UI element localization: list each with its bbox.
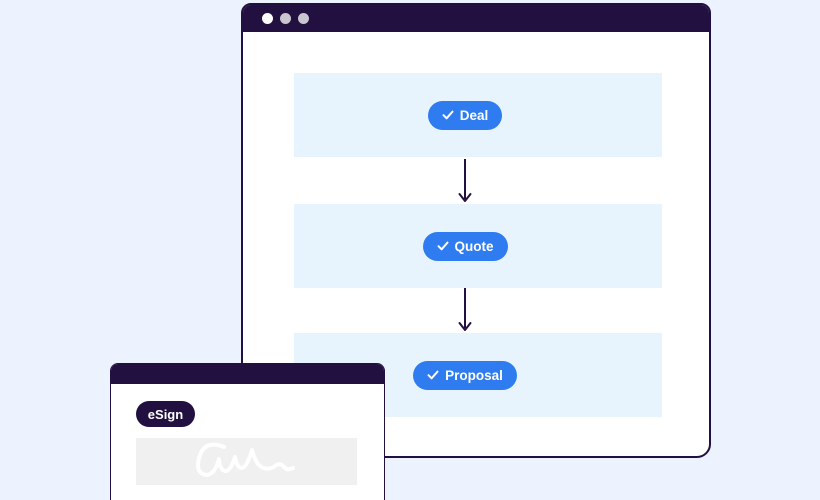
step-label: Proposal: [445, 367, 503, 383]
window-dot-icon[interactable]: [280, 13, 291, 24]
check-icon: [427, 370, 439, 380]
arrow-down-icon: [458, 288, 472, 331]
window-dot-icon[interactable]: [298, 13, 309, 24]
signature-box: [136, 438, 357, 485]
deal-step-button[interactable]: Deal: [427, 100, 503, 130]
flow-step-row-deal: Deal: [294, 73, 662, 157]
signature-scribble-icon: [195, 442, 295, 477]
step-label: Deal: [459, 107, 489, 123]
arrow-down-icon: [458, 159, 472, 202]
esign-badge-label: eSign: [147, 406, 184, 422]
flow-step-row-quote: Quote: [294, 204, 662, 288]
window-dot-icon[interactable]: [262, 13, 273, 24]
proposal-step-button[interactable]: Proposal: [413, 360, 517, 390]
esign-titlebar: [111, 364, 384, 384]
browser-titlebar: [243, 5, 709, 32]
quote-step-button[interactable]: Quote: [422, 231, 508, 261]
esign-window: eSign: [110, 363, 385, 500]
check-icon: [437, 241, 449, 251]
esign-badge-button[interactable]: eSign: [136, 401, 195, 427]
check-icon: [442, 110, 454, 120]
step-label: Quote: [454, 238, 494, 254]
